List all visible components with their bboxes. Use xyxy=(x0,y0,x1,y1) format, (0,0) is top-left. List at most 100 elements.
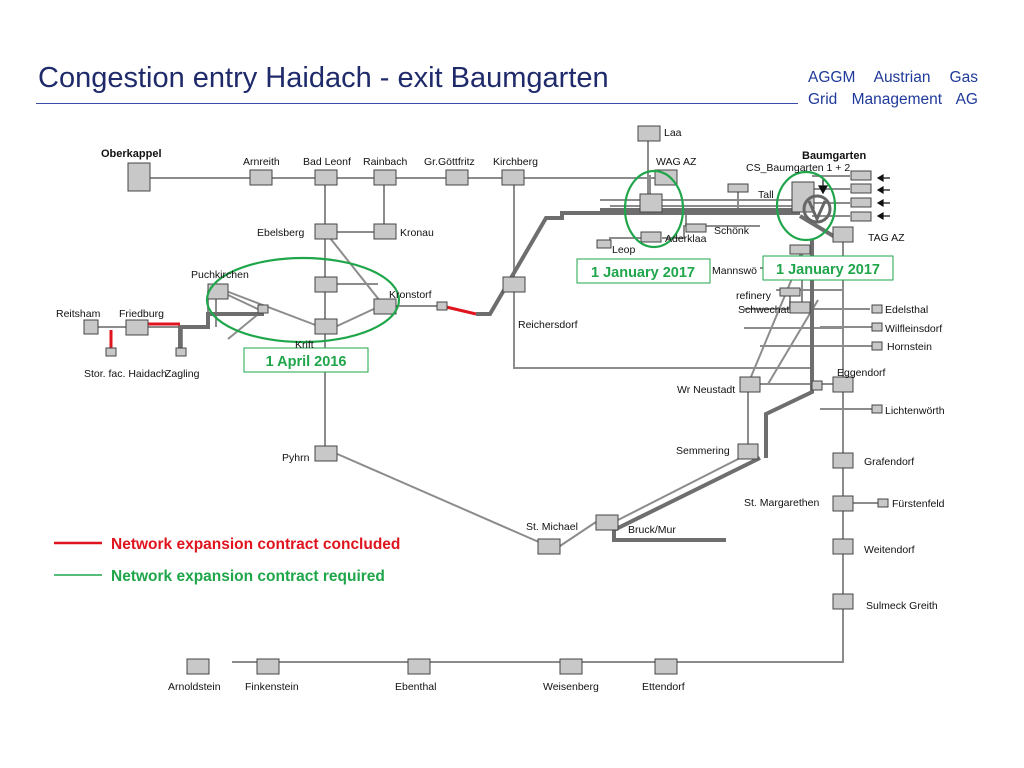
pipe-puchkirchen-krift xyxy=(225,290,319,327)
node-fuerstenfeld xyxy=(877,498,889,508)
node-weisenberg xyxy=(559,658,583,675)
label-semmering: Semmering xyxy=(676,445,730,457)
node-wag-hub xyxy=(639,193,663,213)
node-eggendorf-small xyxy=(811,380,823,391)
label-refinery: refinery xyxy=(736,290,772,302)
pipe-tag-diag-2 xyxy=(767,299,819,385)
org-name-line-2: Grid Management AG xyxy=(808,91,978,108)
node-oberkappel xyxy=(127,162,151,192)
label-eggendorf: Eggendorf xyxy=(837,367,886,379)
label-schwechat: Schwechat xyxy=(738,304,789,316)
pipe-pyhrn-stmichael xyxy=(334,452,549,547)
node-finkenstein xyxy=(256,658,280,675)
page-title: Congestion entry Haidach - exit Baumgart… xyxy=(38,62,609,94)
pipe-reichersdorf-down xyxy=(513,290,812,369)
node-st-margarethen xyxy=(832,495,854,512)
node-box-mid xyxy=(314,276,338,293)
node-schwechat xyxy=(789,301,811,314)
label-tag-az: TAG AZ xyxy=(868,232,905,244)
node-rainbach xyxy=(373,169,397,186)
label-wr-neustadt: Wr Neustadt xyxy=(677,384,735,396)
date-wag: 1 January 2017 xyxy=(591,265,695,281)
label-wilfleinsdorf: Wilfleinsdorf xyxy=(885,323,942,335)
label-fuerstenfeld: Fürstenfeld xyxy=(892,498,945,510)
label-leop: Leop xyxy=(612,244,636,256)
node-bruck-hub xyxy=(595,514,619,531)
label-stor-fac-haidach: Stor. fac. Haidach xyxy=(84,368,167,380)
node-baumgarten-out-1 xyxy=(850,170,872,181)
label-bad-leonf: Bad Leonf xyxy=(303,156,351,168)
pipe-stmichael xyxy=(559,521,597,547)
node-lichtenwoerth xyxy=(871,404,883,414)
node-arnreith xyxy=(249,169,273,186)
label-pyhrn: Pyhrn xyxy=(282,452,310,464)
required-expansion-markers xyxy=(205,169,837,344)
node-mannswoerth xyxy=(789,244,811,255)
node-grafendorf xyxy=(832,452,854,469)
date-labels: 1 January 2017 1 January 2017 1 April 20… xyxy=(243,255,894,373)
arrow-left-icon-1 xyxy=(876,173,890,183)
pipe-ebelsberg-kronstorf xyxy=(329,237,385,307)
compressor-icon xyxy=(802,194,832,224)
node-aderklaa xyxy=(640,231,662,243)
label-ebenthal: Ebenthal xyxy=(395,681,436,693)
label-hornstein: Hornstein xyxy=(887,341,932,353)
arrow-left-icon-4 xyxy=(876,211,890,221)
pipe-puchkirchen-small xyxy=(227,294,263,312)
node-reichersdorf xyxy=(502,276,526,293)
label-laa: Laa xyxy=(664,127,682,139)
label-kronstorf: Kronstorf xyxy=(389,289,432,301)
label-reichersdorf: Reichersdorf xyxy=(518,319,578,331)
label-st-margarethen: St. Margarethen xyxy=(744,497,819,509)
node-edelsthal xyxy=(871,304,883,314)
ellipse-wag-az xyxy=(623,169,685,249)
flow-arrows xyxy=(817,173,890,221)
label-gr-goettfritz: Gr.Göttfritz xyxy=(424,156,475,168)
node-wilfleinsdorf xyxy=(871,322,883,332)
label-ebelsberg: Ebelsberg xyxy=(257,227,304,239)
label-schoenk: Schönk xyxy=(714,225,750,237)
node-kirchberg xyxy=(501,169,525,186)
label-kirchberg: Kirchberg xyxy=(493,156,538,168)
label-rainbach: Rainbach xyxy=(363,156,408,168)
node-schoenk xyxy=(685,223,707,233)
label-aderklaa: Aderklaa xyxy=(665,233,707,245)
node-semmering xyxy=(737,443,759,460)
node-eggendorf xyxy=(832,376,854,393)
node-friedburg xyxy=(125,319,149,336)
label-arnreith: Arnreith xyxy=(243,156,280,168)
node-ebelsberg xyxy=(314,223,338,240)
pipe-semmering-stmichael xyxy=(617,455,745,521)
pipe-thick-puchkirchen-friedburg xyxy=(178,312,264,355)
label-finkenstein: Finkenstein xyxy=(245,681,299,693)
label-kronau: Kronau xyxy=(400,227,434,239)
node-kronstorf-small xyxy=(436,301,448,311)
nodes xyxy=(83,125,889,675)
node-wr-neustadt xyxy=(739,376,761,393)
label-reitsham: Reitsham xyxy=(56,308,101,320)
node-reitsham xyxy=(83,319,99,335)
node-sulmeck-greith xyxy=(832,593,854,610)
label-friedburg: Friedburg xyxy=(119,308,164,320)
node-baumgarten-out-4 xyxy=(850,211,872,222)
node-gr-goettfritz xyxy=(445,169,469,186)
node-laa xyxy=(637,125,661,142)
label-wag-az: WAG AZ xyxy=(656,156,697,168)
node-refinery xyxy=(779,287,801,297)
pipe-krift-kronstorf xyxy=(334,306,379,328)
title-underline xyxy=(36,103,798,104)
node-labels: Oberkappel Arnreith Bad Leonf Rainbach G… xyxy=(56,127,945,693)
date-box-puchkirchen xyxy=(243,347,369,373)
node-zagling xyxy=(175,347,187,357)
label-tall: Tall xyxy=(758,189,774,201)
ellipse-puchkirchen xyxy=(205,256,401,344)
date-box-wag xyxy=(576,258,711,284)
node-kronau xyxy=(373,223,397,240)
node-pyhrn xyxy=(314,445,338,462)
label-bruck-mur: Bruck/Mur xyxy=(628,524,676,536)
org-name-line-1: AGGM Austrian Gas xyxy=(808,69,978,86)
label-krift: Krift xyxy=(295,339,314,351)
label-arnoldstein: Arnoldstein xyxy=(168,681,221,693)
node-tall xyxy=(727,183,749,193)
